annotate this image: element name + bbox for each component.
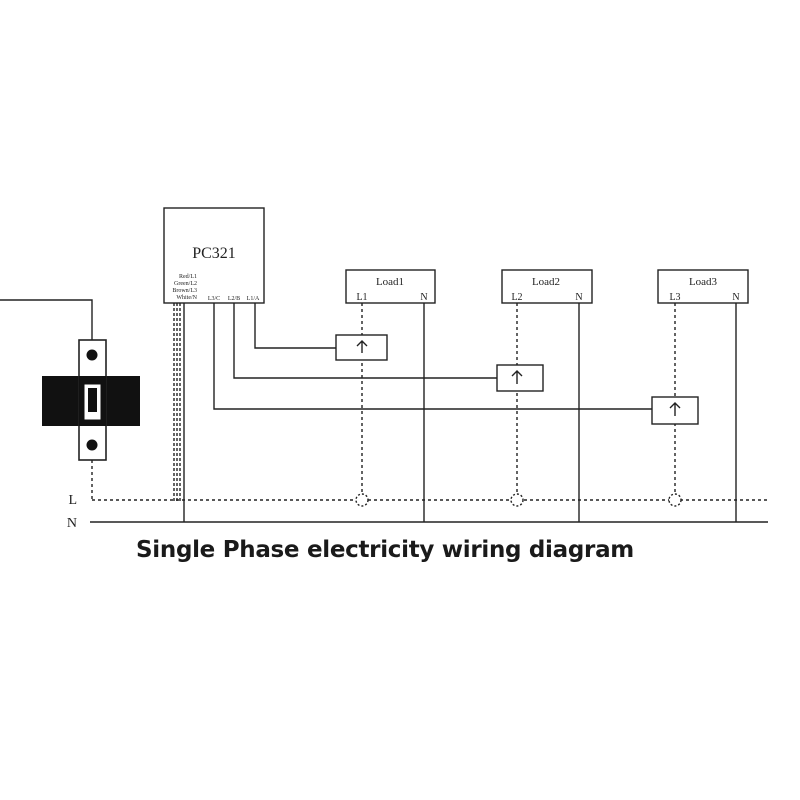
junction-l3 [668, 493, 682, 507]
load3-name: Load3 [689, 276, 718, 288]
supply-line [0, 299, 93, 340]
load1-line-terminal: L1 [356, 292, 367, 303]
live-bus-label: L [68, 493, 77, 508]
load3-line-terminal: L3 [669, 292, 680, 303]
terminal-l3c: L3/C [208, 296, 220, 302]
load1-name: Load1 [376, 276, 404, 288]
arrow-up-icon [511, 370, 523, 384]
wire-label-red: Red/L1 [179, 274, 197, 280]
ct-sensor-l3 [651, 396, 699, 425]
diagram-caption: Single Phase electricity wiring diagram [136, 537, 634, 563]
wire-label-brown: Brown/L3 [172, 288, 197, 294]
wire-label-green: Green/L2 [174, 281, 197, 287]
load1-box: Load1 L1 N [345, 269, 436, 304]
ct-sensor-l2 [496, 364, 544, 392]
wire-label-white: White/N [176, 295, 197, 301]
ct-lead-l1 [254, 303, 336, 349]
device-wire-bundle [173, 303, 185, 522]
device-name: PC321 [192, 245, 236, 262]
load3-neutral-terminal: N [732, 292, 739, 303]
ct-lead-l2 [233, 303, 497, 379]
circuit-breaker [42, 339, 140, 461]
arrow-up-icon [356, 340, 368, 353]
junction-l2 [510, 493, 524, 507]
terminal-l1a: L1/A [247, 296, 260, 302]
ct-sensor-l1 [335, 334, 388, 361]
load2-line-terminal: L2 [511, 292, 522, 303]
arrow-up-icon [669, 402, 681, 416]
load1-neutral-terminal: N [420, 292, 427, 303]
terminal-l2b: L2/B [228, 296, 240, 302]
load2-name: Load2 [532, 276, 560, 288]
ct-lead-l3 [213, 303, 652, 410]
load3-box: Load3 L3 N [657, 269, 749, 304]
neutral-bus-label: N [67, 516, 77, 531]
load2-box: Load2 L2 N [501, 269, 593, 304]
junction-l1 [355, 493, 369, 507]
load2-neutral-terminal: N [575, 292, 582, 303]
pc321-device: PC321 Red/L1 Green/L2 Brown/L3 White/N L… [163, 207, 265, 304]
